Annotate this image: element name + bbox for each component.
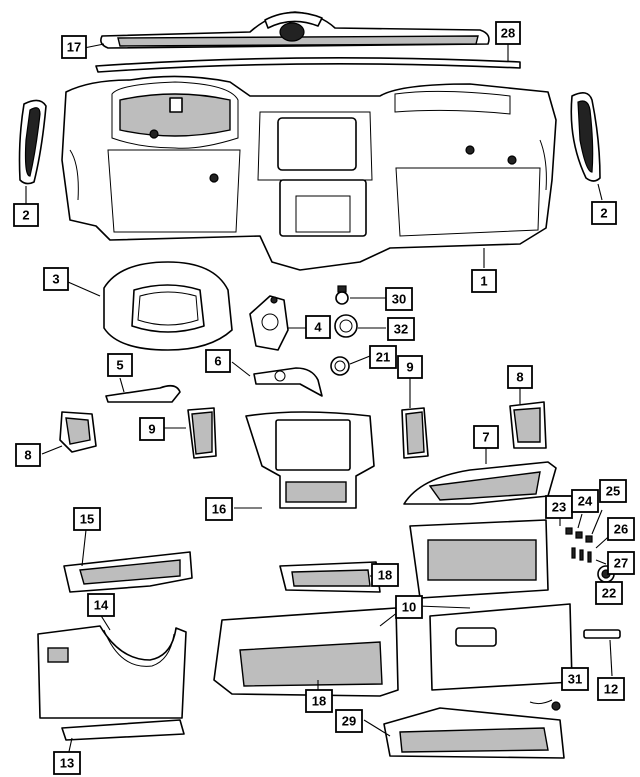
- callout-27: 27: [607, 551, 635, 575]
- part-glove-box-door: [429, 603, 573, 691]
- part-outlet-left-inner: [187, 407, 217, 459]
- svg-text:2: 2: [22, 208, 29, 223]
- leader-lines: [25, 42, 617, 757]
- callout-25: 25: [599, 479, 627, 503]
- part-switch-bezel: [253, 367, 323, 397]
- part-ring: [334, 314, 358, 338]
- svg-text:16: 16: [212, 502, 226, 517]
- part-end-cap-right: [570, 92, 601, 182]
- svg-text:13: 13: [60, 756, 74, 771]
- callout-7: 7: [473, 425, 499, 449]
- callout-22: 22: [595, 581, 623, 605]
- svg-text:1: 1: [480, 274, 487, 289]
- callout-23: 23: [545, 495, 573, 519]
- part-outlet-right-inner: [401, 407, 429, 459]
- callout-4: 4: [305, 315, 331, 339]
- callout-18-top: 18: [371, 563, 399, 587]
- part-bolster-strip: [61, 719, 185, 741]
- svg-text:4: 4: [314, 320, 322, 335]
- callout-14: 14: [87, 593, 115, 617]
- part-trim-ring: [330, 356, 350, 376]
- svg-text:18: 18: [378, 568, 392, 583]
- svg-text:32: 32: [394, 322, 408, 337]
- callout-5: 5: [107, 353, 133, 377]
- part-wire: [529, 699, 561, 711]
- callout-17: 17: [61, 35, 87, 59]
- callout-6: 6: [205, 349, 231, 373]
- part-end-cap-left: [18, 99, 47, 185]
- svg-text:9: 9: [148, 422, 155, 437]
- svg-text:23: 23: [552, 500, 566, 515]
- callout-3: 3: [43, 267, 69, 291]
- svg-text:14: 14: [94, 598, 109, 613]
- callout-24: 24: [571, 489, 599, 513]
- svg-text:18: 18: [312, 694, 326, 709]
- part-outlet-right-outer: [509, 401, 547, 449]
- svg-text:28: 28: [501, 26, 515, 41]
- callout-21: 21: [369, 345, 397, 369]
- svg-text:3: 3: [52, 272, 59, 287]
- part-sensor: [335, 285, 349, 305]
- svg-text:2: 2: [600, 206, 607, 221]
- svg-text:7: 7: [482, 430, 489, 445]
- svg-text:5: 5: [116, 358, 123, 373]
- callout-32: 32: [387, 317, 415, 341]
- svg-text:17: 17: [67, 40, 81, 55]
- callout-13: 13: [53, 751, 81, 775]
- svg-text:29: 29: [342, 714, 356, 729]
- callout-31: 31: [561, 667, 589, 691]
- callout-15: 15: [73, 507, 101, 531]
- part-instrument-panel: [61, 75, 557, 271]
- svg-text:22: 22: [602, 586, 616, 601]
- callout-18-bottom: 18: [305, 689, 333, 713]
- callout-29: 29: [335, 709, 363, 733]
- part-handle: [583, 629, 621, 639]
- svg-text:6: 6: [214, 354, 221, 369]
- svg-text:9: 9: [406, 360, 413, 375]
- callout-8-left: 8: [15, 443, 41, 467]
- svg-text:21: 21: [376, 350, 390, 365]
- svg-text:31: 31: [568, 672, 582, 687]
- svg-text:26: 26: [614, 522, 628, 537]
- svg-text:27: 27: [614, 556, 628, 571]
- svg-text:8: 8: [516, 370, 523, 385]
- part-bracket: [249, 295, 289, 351]
- callout-16: 16: [205, 497, 233, 521]
- svg-text:10: 10: [402, 600, 416, 615]
- part-defroster-seal: [95, 57, 521, 73]
- svg-text:15: 15: [80, 512, 94, 527]
- callout-2-left: 2: [13, 203, 39, 227]
- part-storage-bin: [279, 561, 381, 593]
- part-knee-bolster-reinforcement: [63, 551, 193, 593]
- part-outlet-left-outer: [59, 411, 97, 453]
- part-trim-strip: [105, 384, 181, 403]
- callout-26: 26: [607, 517, 635, 541]
- svg-text:24: 24: [578, 494, 593, 509]
- callout-10: 10: [395, 595, 423, 619]
- part-glove-box-housing: [409, 519, 549, 599]
- callout-28: 28: [495, 21, 521, 45]
- part-lower-console: [213, 607, 399, 697]
- svg-text:25: 25: [606, 484, 620, 499]
- part-cross-car-beam: [383, 707, 565, 759]
- svg-text:12: 12: [604, 682, 618, 697]
- callout-30: 30: [385, 287, 413, 311]
- svg-text:8: 8: [24, 448, 31, 463]
- part-center-bezel: [245, 411, 375, 509]
- callout-12: 12: [597, 677, 625, 701]
- callout-8-right: 8: [507, 365, 533, 389]
- callout-9-left: 9: [139, 417, 165, 441]
- part-knee-bolster: [37, 625, 187, 719]
- svg-text:30: 30: [392, 292, 406, 307]
- callout-9-right: 9: [397, 355, 423, 379]
- part-instrument-panel-trim: [403, 461, 557, 505]
- callout-2-right: 2: [591, 201, 617, 225]
- callout-1: 1: [471, 269, 497, 293]
- part-cluster-bezel: [103, 261, 233, 351]
- part-defroster-grille: [100, 11, 490, 49]
- part-fasteners: [565, 527, 615, 583]
